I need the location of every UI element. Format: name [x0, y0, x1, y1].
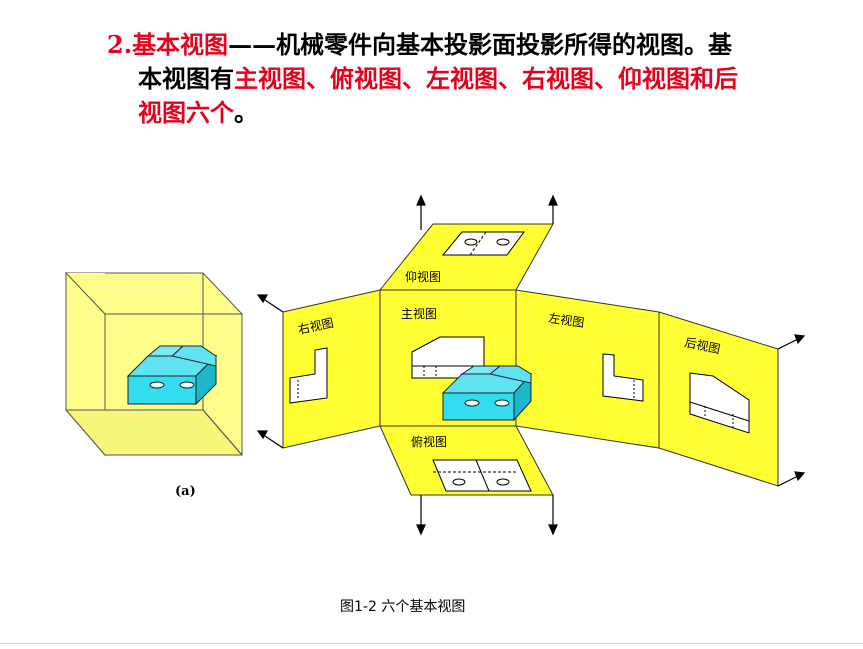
fold-arrows: [256, 194, 806, 536]
views-list: 主视图、俯视图、左视图、右视图、仰视图和后: [234, 64, 738, 93]
em-dash: ——: [228, 30, 277, 59]
label-back-view: 后视图: [683, 334, 721, 356]
panel-right-view: [282, 289, 381, 449]
definition-text: 机械零件向基本投影面投影所得的视图。基: [276, 30, 733, 59]
label-top-view: 俯视图: [411, 434, 447, 449]
bottom-divider: [0, 643, 863, 644]
drawing-front: [411, 336, 485, 379]
term-basic-view: 基本视图: [132, 30, 229, 59]
label-right-view: 右视图: [297, 315, 335, 337]
part-isometric-small: [126, 345, 218, 406]
drawing-bottom-up: [441, 231, 525, 256]
panel-left-view: [515, 289, 660, 449]
drawing-top: [432, 459, 532, 492]
figure-caption: 图1-2 六个基本视图: [340, 599, 466, 615]
views-list-end: 视图六个: [138, 98, 234, 127]
paragraph-line-1: 2.基本视图——机械零件向基本投影面投影所得的视图。基: [107, 28, 827, 62]
part-isometric-center: [441, 365, 533, 422]
projection-box: [64, 271, 244, 457]
section-number: 2.: [107, 30, 133, 59]
label-front-view: 主视图: [401, 306, 437, 321]
sentence-end: 。: [234, 98, 258, 127]
drawing-right: [289, 347, 328, 404]
drawing-back: [689, 372, 750, 434]
paragraph-line-3: 视图六个。: [107, 96, 827, 130]
definition-paragraph: 2.基本视图——机械零件向基本投影面投影所得的视图。基 本视图有主视图、俯视图、…: [107, 28, 827, 130]
figure-sublabel: (a): [175, 484, 196, 499]
drawing-left: [602, 353, 644, 402]
line2-prefix: 本视图有: [138, 64, 234, 93]
paragraph-line-2: 本视图有主视图、俯视图、左视图、右视图、仰视图和后: [107, 62, 827, 96]
label-left-view: 左视图: [548, 310, 586, 330]
label-bottom-up-view: 仰视图: [405, 269, 441, 284]
